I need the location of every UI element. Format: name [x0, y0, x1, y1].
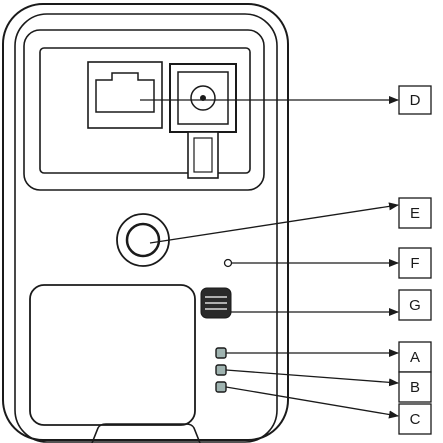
callout-label-c: C — [410, 411, 421, 428]
callout-label-a: A — [410, 349, 420, 366]
led-c — [215, 381, 227, 393]
led-b — [215, 364, 227, 376]
callout-g: G — [398, 289, 432, 321]
callout-e: E — [398, 197, 432, 229]
callout-label-b: B — [410, 379, 420, 396]
reset-pinhole — [223, 258, 233, 268]
callout-c: C — [398, 403, 432, 435]
callout-d: D — [398, 85, 432, 115]
led-a — [215, 347, 227, 359]
round-button — [116, 213, 170, 267]
connector-recess — [23, 29, 265, 191]
leader-e — [149, 202, 399, 244]
callout-label-f: F — [410, 255, 419, 272]
connector-panel — [39, 47, 251, 174]
ethernet-port — [87, 61, 163, 129]
callout-label-g: G — [409, 297, 421, 314]
slide-switch — [200, 287, 232, 319]
battery-cover — [29, 284, 196, 426]
callout-label-e: E — [410, 205, 420, 222]
callout-a: A — [398, 341, 432, 373]
callout-f: F — [398, 247, 432, 279]
power-jack — [169, 63, 237, 179]
leader-c — [225, 386, 399, 419]
leader-b — [225, 369, 399, 387]
callout-b: B — [398, 371, 432, 403]
bottom-stand — [91, 423, 201, 443]
callout-label-d: D — [410, 92, 421, 109]
device-inner-body — [14, 13, 278, 443]
